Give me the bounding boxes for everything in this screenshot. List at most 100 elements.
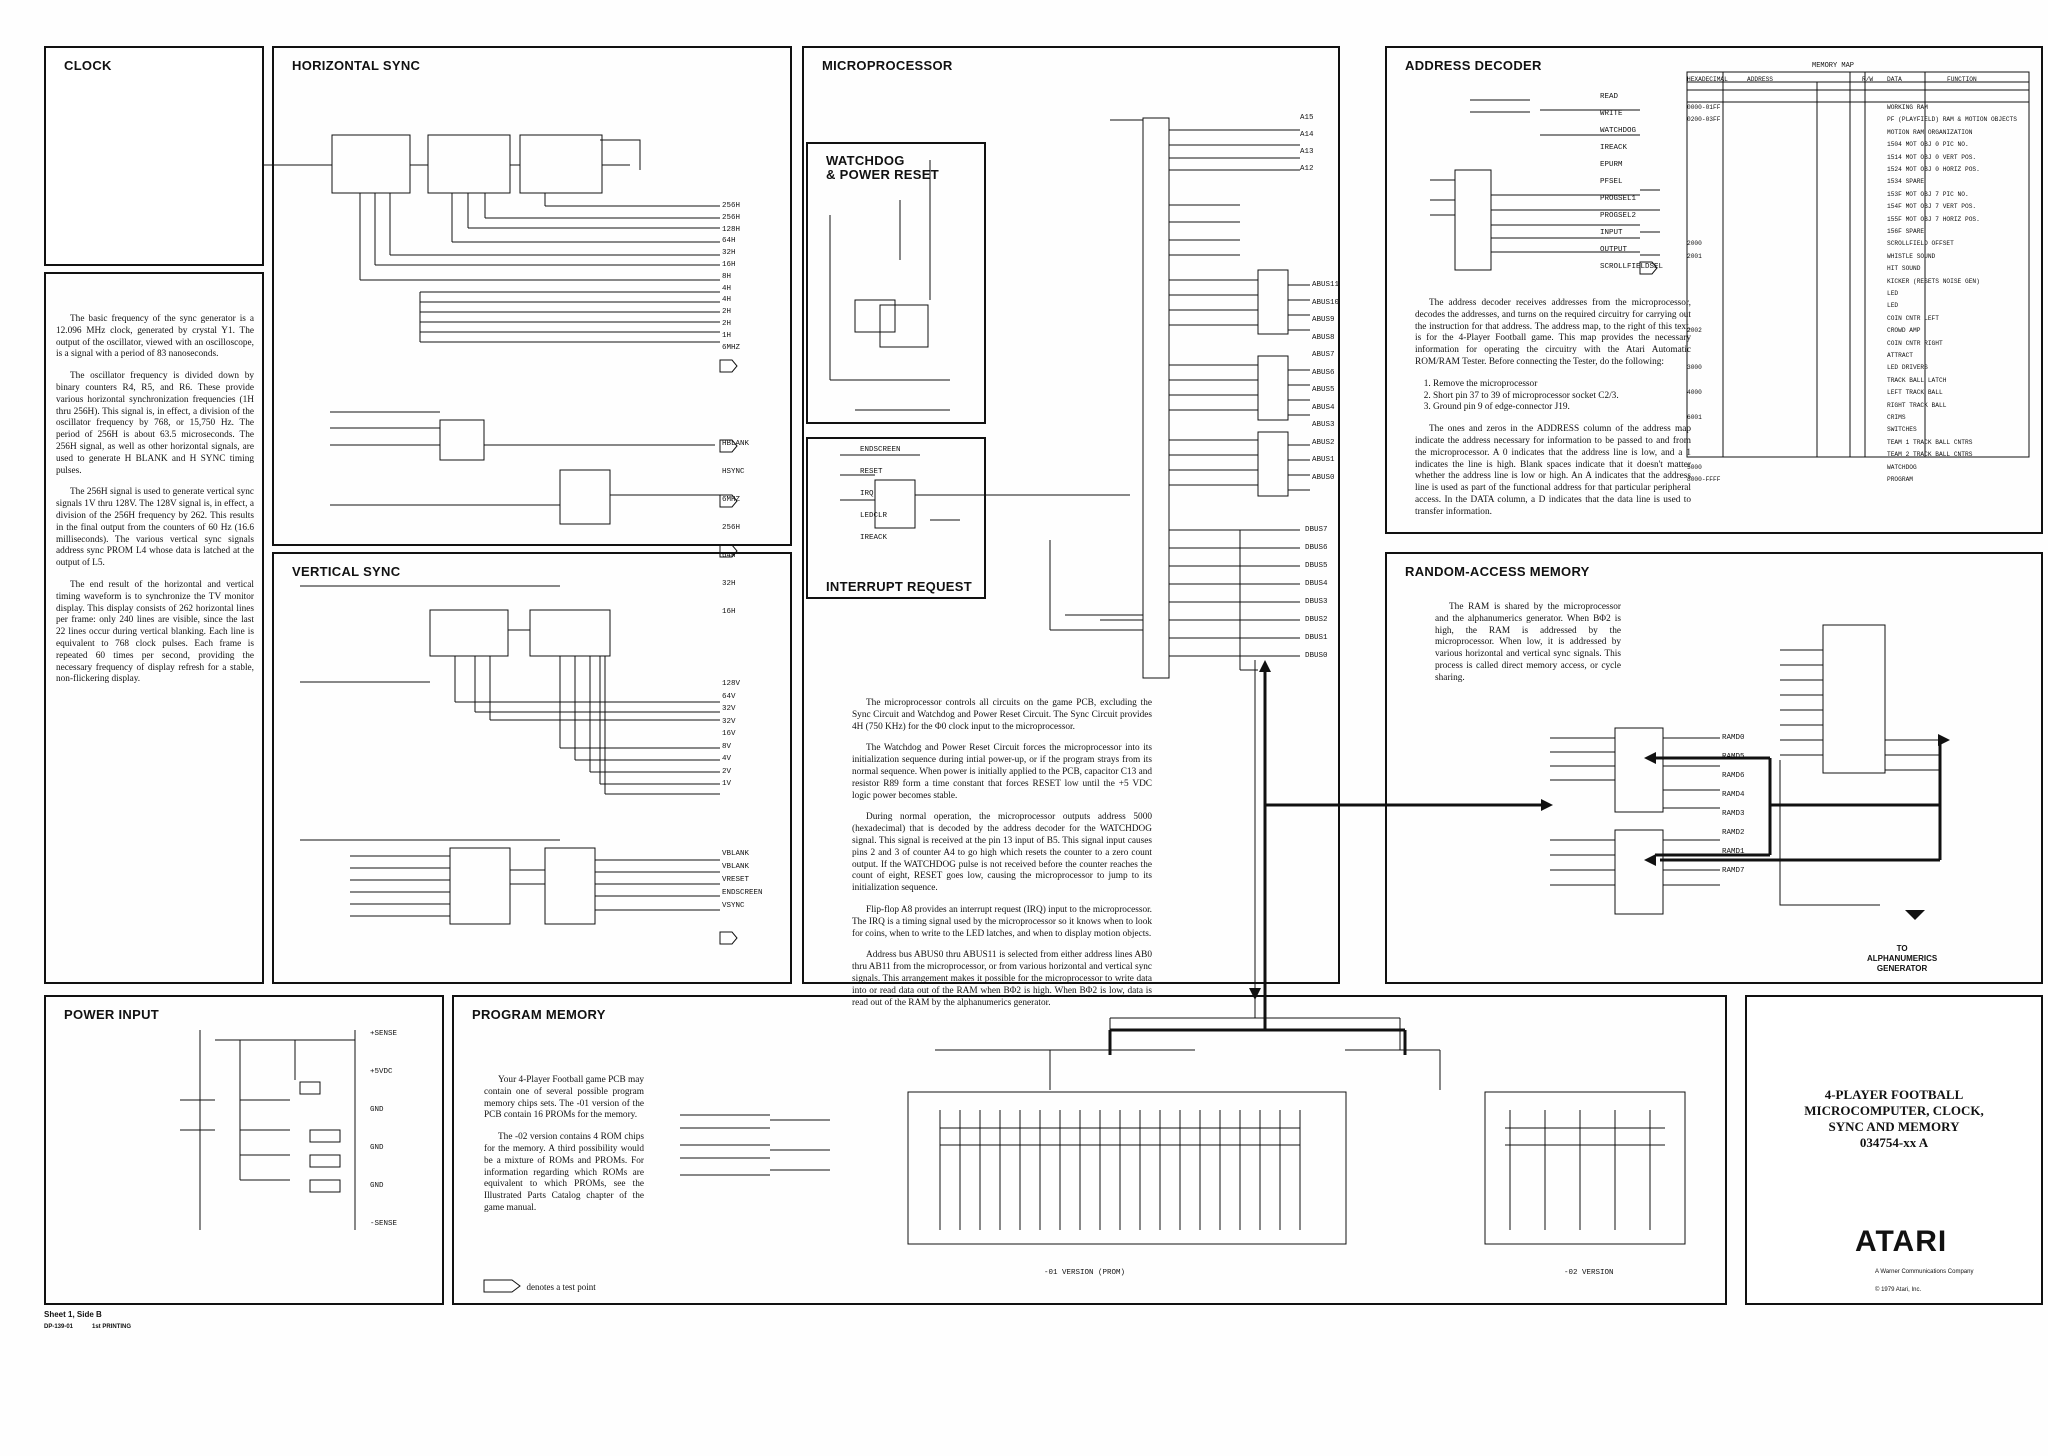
program-paragraph-2: The -02 version contains 4 ROM chips for… (484, 1132, 644, 1213)
ram-description: The RAM is shared by the microprocessor … (1435, 602, 1621, 683)
vsync-prom-signal-label: VBLANK (722, 863, 750, 871)
ramd-label: RAMD4 (1722, 791, 1745, 799)
printing-label: 1st PRINTING (92, 1324, 132, 1330)
memory-map-address: 6001 (1687, 414, 1702, 421)
vsync-prom-signal-label: VRESET (722, 876, 750, 884)
address-line-label: A12 (1300, 165, 1314, 173)
memory-map-function: 1504 MOT OBJ 0 PIC NO. (1887, 141, 1969, 149)
ram-panel: RANDOM-ACCESS MEMORY The RAM is shared b… (1385, 552, 2043, 984)
memory-map-function: HIT SOUND (1887, 265, 1921, 273)
hsync-signal-label: 32H (722, 249, 736, 258)
power-signal-label: GND (370, 1144, 384, 1152)
abus-label: ABUS9 (1312, 316, 1335, 324)
decoder-description: The address decoder receives addresses f… (1415, 298, 1691, 529)
memory-map-function: LED (1887, 290, 1899, 297)
address-line-label: A14 (1300, 131, 1314, 139)
warner-company: A Warner Communications Company (1875, 1269, 1974, 1275)
hsync-signal-label: 64H (722, 237, 736, 246)
test-point-icon (483, 1279, 521, 1293)
micro-paragraph-4: Flip-flop A8 provides an interrupt reque… (852, 904, 1152, 939)
memory-map-function: LED (1887, 302, 1899, 310)
panel-title-ram: RANDOM-ACCESS MEMORY (1405, 564, 1590, 579)
power-signal-label: GND (370, 1182, 384, 1190)
irq-signal-label: RESET (860, 468, 883, 476)
irq-signal-label: LEDCLR (860, 512, 888, 520)
hsync-signal-label: 2H (722, 320, 732, 328)
ramd-label: RAMD1 (1722, 848, 1745, 856)
abus-label: ABUS4 (1312, 403, 1335, 412)
address-line-label: A15 (1300, 114, 1314, 122)
power-signal-label: GND (370, 1106, 384, 1114)
vsync-signal-label: 64V (722, 692, 736, 701)
hsync-misc-label: 256H (722, 524, 741, 532)
memory-map-function: SCROLLFIELD OFFSET (1887, 240, 1954, 248)
irq-signal-label: ENDSCREEN (860, 446, 901, 454)
prom-version-label: -01 VERSION (PROM) (1044, 1269, 1126, 1277)
memory-map-address: 8000-FFFF (1687, 476, 1721, 483)
watchdog-panel: WATCHDOG & POWER RESET (806, 142, 986, 424)
micro-paragraph-3: During normal operation, the microproces… (852, 812, 1152, 894)
decoder-signal-label: INPUT (1600, 229, 1623, 237)
ramd-label: RAMD5 (1722, 753, 1745, 761)
abus-label: ABUS6 (1312, 368, 1335, 377)
abus-label: ABUS1 (1312, 456, 1335, 464)
microprocessor-description: The microprocessor controls all circuits… (852, 698, 1152, 1019)
decoder-step-3: Ground pin 9 of edge-connector J19. (1433, 402, 1691, 414)
memory-map-function: TEAM 1 TRACK BALL CNTRS (1887, 438, 1973, 446)
hsync-misc-label: 16H (722, 608, 736, 616)
vsync-signal-label: 1V (722, 780, 732, 788)
ram-alphanumerics-note: TO ALPHANUMERICS GENERATOR (1867, 944, 1938, 973)
dbus-label: DBUS1 (1305, 634, 1328, 642)
hsync-signal-label: 256H (722, 202, 741, 210)
panel-title-program-memory: PROGRAM MEMORY (472, 1007, 606, 1022)
panel-title-hsync: HORIZONTAL SYNC (292, 58, 421, 73)
dbus-label: DBUS7 (1305, 526, 1328, 534)
address-line-label: A13 (1300, 148, 1314, 156)
decoder-paragraph-2: The ones and zeros in the ADDRESS column… (1415, 424, 1691, 517)
hsync-signal-label: 4H (722, 296, 732, 305)
micro-paragraph-1: The microprocessor controls all circuits… (852, 698, 1152, 732)
address-decoder-panel: ADDRESS DECODER The address decoder rece… (1385, 46, 2043, 534)
abus-label: ABUS8 (1312, 333, 1335, 342)
atari-logo: ATARI (1855, 1225, 1948, 1258)
memory-map-function: WORKING RAM (1887, 104, 1928, 111)
clock-panel: CLOCK (44, 46, 264, 266)
hsync-signal-label: 256H (722, 213, 741, 222)
power-signal-label: +SENSE (370, 1030, 398, 1038)
panel-title-vsync: VERTICAL SYNC (292, 564, 401, 579)
memory-map-function: LED DRIVERS (1887, 364, 1928, 372)
title-line-3: SYNC AND MEMORY (1828, 1119, 1960, 1134)
hsync-misc-label: HBLANK (722, 440, 750, 448)
program-memory-description: Your 4-Player Football game PCB may cont… (484, 1075, 644, 1225)
sync-paragraph-3: The 256H signal is used to generate vert… (56, 487, 254, 569)
dbus-label: DBUS0 (1305, 652, 1328, 660)
program-paragraph-1: Your 4-Player Football game PCB may cont… (484, 1075, 644, 1121)
abus-label: ABUS2 (1312, 438, 1335, 447)
microprocessor-panel: MICROPROCESSOR The microprocessor contro… (802, 46, 1340, 1008)
memory-map-address: 5000 (1687, 463, 1702, 471)
memory-map-function: 1534 SPARE (1887, 178, 1925, 186)
abus-label: ABUS0 (1312, 473, 1335, 482)
memory-map-function: 156F SPARE (1887, 228, 1925, 235)
program-memory-panel: PROGRAM MEMORY Your 4-Player Football ga… (452, 995, 1727, 1305)
memory-map-function: PROGRAM (1887, 476, 1913, 483)
decoder-signal-label: IREACK (1600, 144, 1628, 152)
test-point-label: denotes a test point (526, 1282, 596, 1292)
decoder-signal-label: WATCHDOG (1600, 127, 1637, 135)
memory-map-function: 155F MOT OBJ 7 HORIZ POS. (1887, 215, 1980, 223)
memory-map-function: MOTION RAM ORGANIZATION (1887, 128, 1973, 136)
hsync-misc-label: 32H (722, 580, 736, 588)
micro-paragraph-2: The Watchdog and Power Reset Circuit for… (852, 743, 1152, 801)
decoder-signal-label: WRITE (1600, 110, 1623, 118)
decoder-signal-label: PFSEL (1600, 178, 1623, 186)
memory-map-address: 4000 (1687, 389, 1702, 397)
interrupt-panel: INTERRUPT REQUEST (806, 437, 986, 599)
decoder-steps: Remove the microprocessor Short pin 37 t… (1415, 379, 1691, 414)
dbus-label: DBUS4 (1305, 580, 1328, 588)
memory-map-header: FUNCTION (1947, 76, 1977, 83)
hsync-signal-label: 1H (722, 331, 732, 340)
memory-map-function: 153F MOT OBJ 7 PIC NO. (1887, 190, 1969, 198)
hsync-signal-label: 16H (722, 261, 736, 269)
document-code: DP-139-01 (44, 1324, 74, 1330)
